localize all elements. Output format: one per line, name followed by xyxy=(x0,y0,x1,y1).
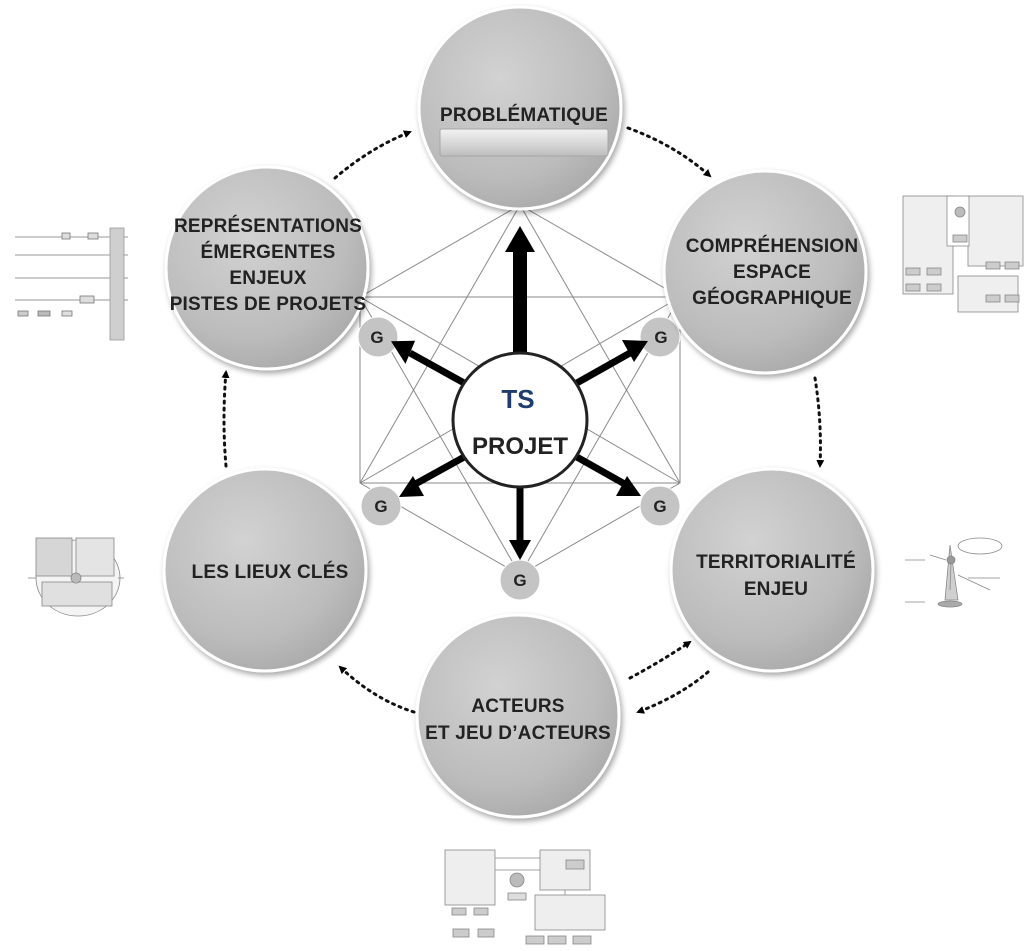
node-representations: REPRÉSENTATIONS ÉMERGENTES ENJEUX PISTES… xyxy=(164,165,370,371)
arrow-acteurs-to-lieux xyxy=(338,665,416,714)
svg-text:GÉOGRAPHIQUE: GÉOGRAPHIQUE xyxy=(692,287,852,309)
arrow-lieux-to-representations xyxy=(221,370,230,468)
problematique-bar xyxy=(439,128,609,157)
svg-text:PROBLÉMATIQUE: PROBLÉMATIQUE xyxy=(440,104,608,126)
node-problematique: PROBLÉMATIQUE xyxy=(417,5,623,211)
radial-arrows xyxy=(391,226,648,560)
svg-text:ESPACE: ESPACE xyxy=(733,262,811,283)
svg-text:G: G xyxy=(370,328,383,347)
svg-text:G: G xyxy=(653,497,666,516)
svg-text:ÉMERGENTES: ÉMERGENTES xyxy=(200,241,335,263)
node-territorialite: TERRITORIALITÉ ENJEU xyxy=(669,467,875,673)
arrow-acteurs-to-territorialite xyxy=(628,640,692,680)
arrow-representations-to-problematique xyxy=(333,130,412,180)
svg-text:G: G xyxy=(513,571,526,590)
g-marker-top-left: G xyxy=(357,316,399,358)
center-projet-label: PROJET xyxy=(472,433,568,460)
g-marker-bottom-right: G xyxy=(639,485,681,527)
arrow-territorialite-to-acteurs xyxy=(636,670,710,714)
arrow-comprehension-to-territorialite xyxy=(813,376,825,468)
svg-text:REPRÉSENTATIONS: REPRÉSENTATIONS xyxy=(174,215,362,237)
svg-text:ET JEU D’ACTEURS: ET JEU D’ACTEURS xyxy=(425,723,611,744)
node-lieux: LES LIEUX CLÉS xyxy=(162,467,368,673)
svg-text:ENJEU: ENJEU xyxy=(744,579,808,600)
g-marker-bottom: G xyxy=(499,559,541,601)
thumbnail-territorialite xyxy=(905,537,1003,608)
svg-text:G: G xyxy=(654,328,667,347)
node-acteurs: ACTEURS ET JEU D’ACTEURS xyxy=(415,613,621,819)
g-marker-top-right: G xyxy=(639,316,681,358)
svg-text:PISTES DE PROJETS: PISTES DE PROJETS xyxy=(170,294,367,315)
thumbnail-acteurs xyxy=(444,849,606,945)
center-ts-label: TS xyxy=(501,384,534,414)
svg-text:COMPRÉHENSION: COMPRÉHENSION xyxy=(686,235,859,257)
center-circle: TS PROJET xyxy=(451,351,589,489)
svg-text:TERRITORIALITÉ: TERRITORIALITÉ xyxy=(696,551,856,573)
arrow-problematique-to-comprehension xyxy=(626,126,712,178)
g-marker-bottom-left: G xyxy=(360,485,402,527)
cycle-arrows xyxy=(221,126,825,714)
svg-text:ACTEURS: ACTEURS xyxy=(471,696,564,717)
node-comprehension: COMPRÉHENSION ESPACE GÉOGRAPHIQUE xyxy=(662,169,868,375)
thumbnail-lieux xyxy=(28,537,124,617)
thumbnail-representations xyxy=(15,227,128,341)
svg-text:LES LIEUX CLÉS: LES LIEUX CLÉS xyxy=(192,561,349,583)
svg-text:ENJEUX: ENJEUX xyxy=(229,268,306,289)
svg-text:G: G xyxy=(374,497,387,516)
thumbnail-comprehension xyxy=(902,195,1024,313)
